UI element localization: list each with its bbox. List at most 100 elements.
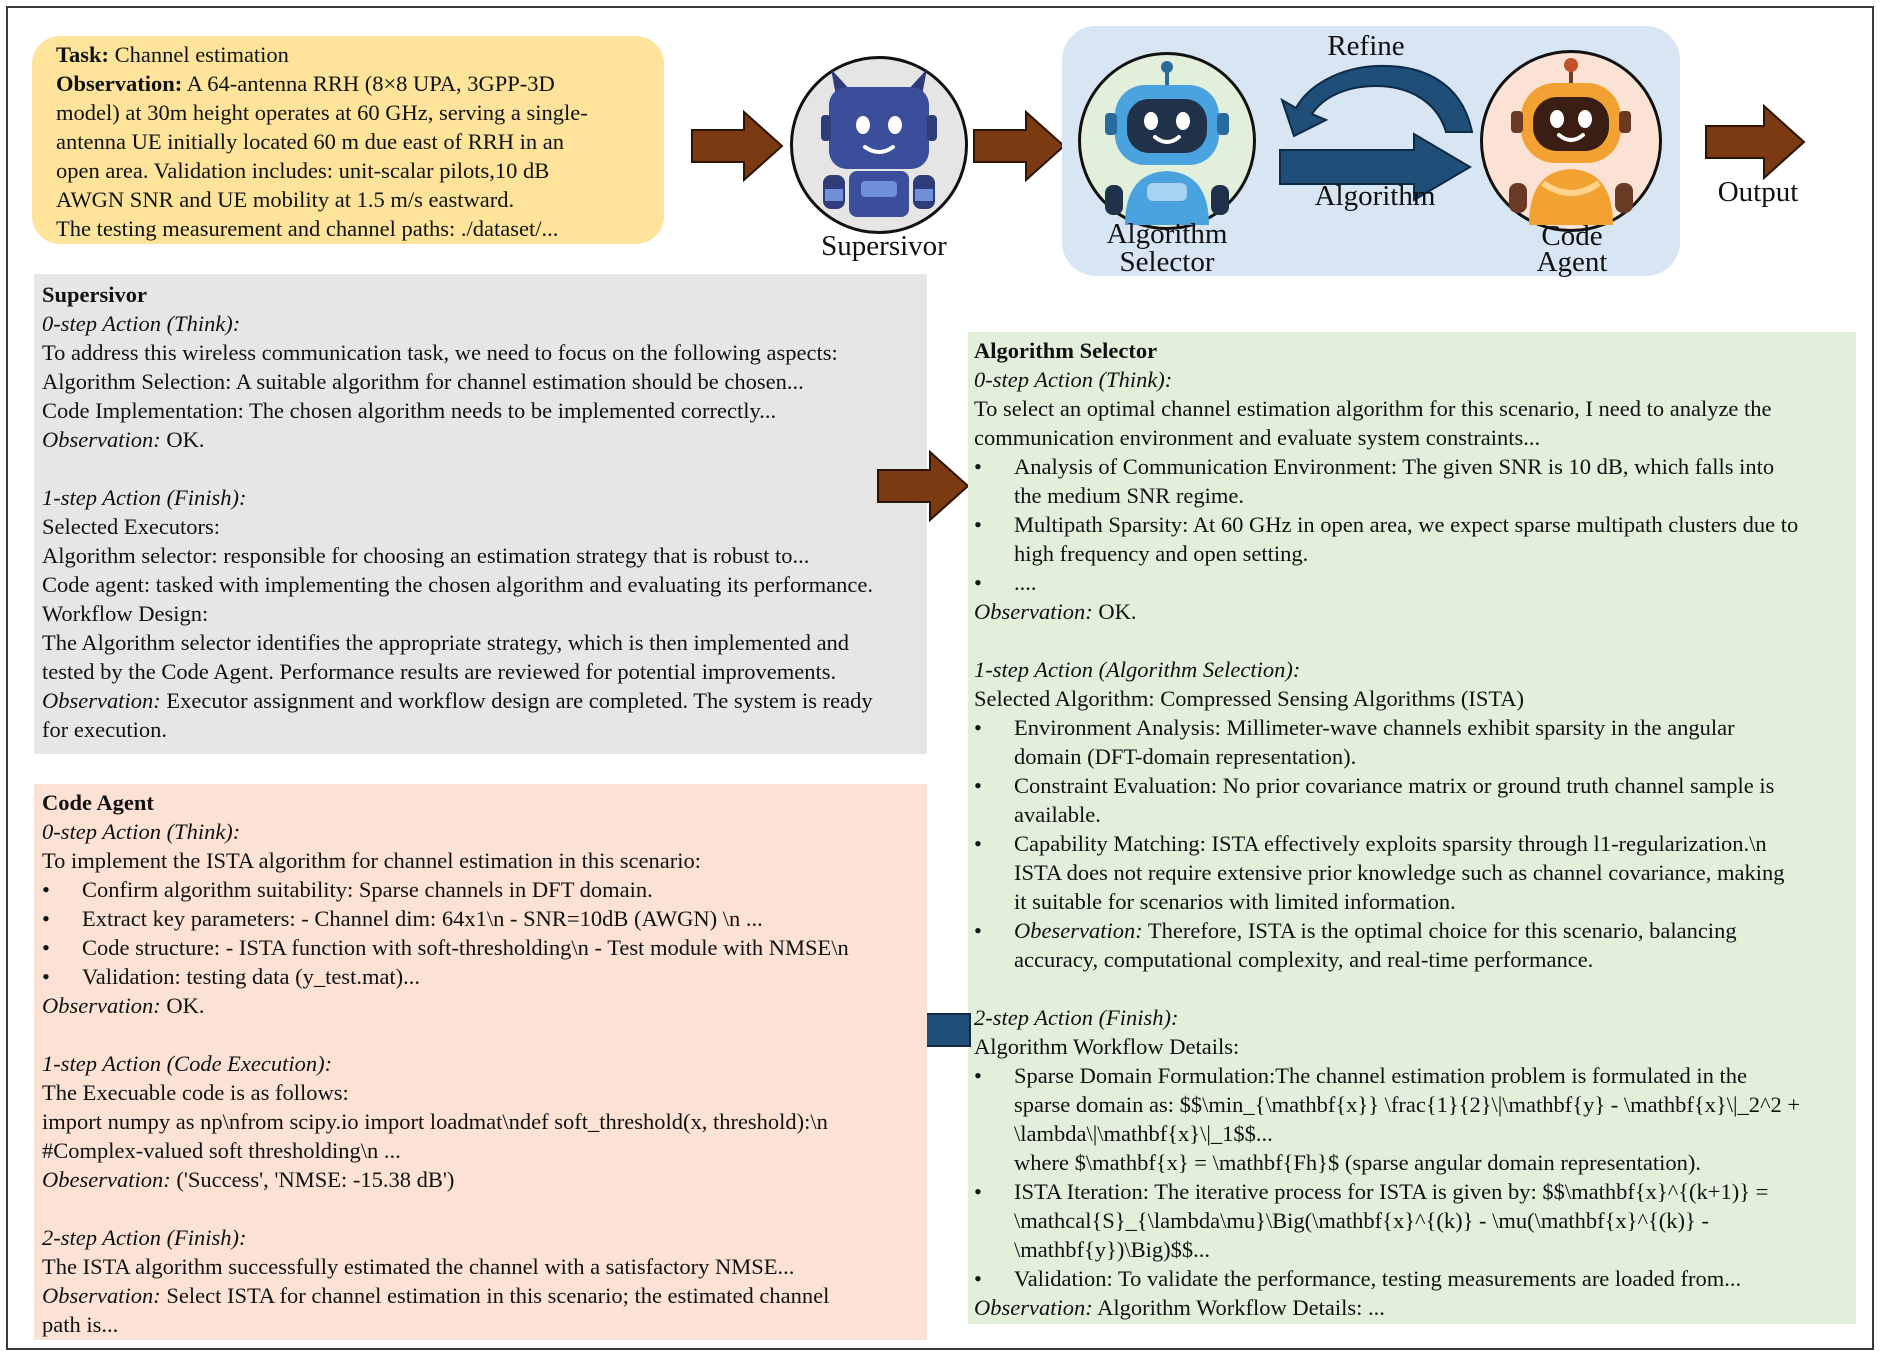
bullet-item: Environment Analysis: Millimeter-wave ch…: [974, 713, 1848, 742]
bullet-continuation: \mathcal{S}_{\lambda\mu}\Big(\mathbf{x}^…: [1014, 1208, 1709, 1233]
supervisor-robot-icon: [821, 69, 937, 217]
text-line: To select an optimal channel estimation …: [974, 396, 1772, 421]
bullet-item: Obeservation: Therefore, ISTA is the opt…: [974, 916, 1848, 945]
arrow-task-to-supervisor: [691, 109, 784, 183]
text-line: The Execuable code is as follows:: [42, 1080, 349, 1105]
text-line: Workflow Design:: [42, 601, 209, 626]
step-heading: 2-step Action (Finish):: [974, 1005, 1179, 1030]
observation-text: Algorithm Workflow Details: ...: [1092, 1295, 1385, 1320]
refine-label: Refine: [1327, 30, 1405, 62]
bullet-item: Validation: testing data (y_test.mat)...: [42, 962, 919, 991]
text-line: Code agent: tasked with implementing the…: [42, 572, 874, 597]
observation-text: path is...: [42, 1312, 119, 1337]
bullet-item: Constraint Evaluation: No prior covarian…: [974, 771, 1848, 800]
step-heading: 1-step Action (Finish):: [42, 485, 247, 510]
bullet-continuation: the medium SNR regime.: [1014, 483, 1244, 508]
output-label: Output: [1717, 176, 1799, 208]
observation-text: ('Success', 'NMSE: -15.38 dB'): [170, 1167, 455, 1192]
observation-label: Observation:: [42, 688, 161, 713]
bullet-item: ISTA Iteration: The iterative process fo…: [974, 1177, 1848, 1206]
step-heading: 0-step Action (Think):: [42, 311, 241, 336]
bullet-item: Extract key parameters: - Channel dim: 6…: [42, 904, 919, 933]
algorithm-selector-panel: Algorithm Selector 0-step Action (Think)…: [968, 332, 1856, 1324]
task-value: Channel estimation: [108, 42, 289, 67]
text-line: tested by the Code Agent. Performance re…: [42, 659, 837, 684]
text-line: communication environment and evaluate s…: [974, 425, 1541, 450]
text-line: To implement the ISTA algorithm for chan…: [42, 848, 701, 873]
text-line: Selected Executors:: [42, 514, 221, 539]
selector-panel-title: Algorithm Selector: [974, 338, 1158, 363]
task-observation-line: AWGN SNR and UE mobility at 1.5 m/s east…: [56, 187, 515, 212]
code-agent-node: [1480, 50, 1662, 232]
observation-label: Observation:: [974, 599, 1093, 624]
task-observation-line: model) at 30m height operates at 60 GHz,…: [56, 100, 588, 125]
task-observation-line: The testing measurement and channel path…: [56, 216, 559, 241]
observation-text: OK.: [160, 427, 205, 452]
bullet-item: Validation: To validate the performance,…: [974, 1264, 1848, 1293]
observation-label: Obeservation:: [42, 1167, 171, 1192]
text-line: Algorithm Workflow Details:: [974, 1034, 1240, 1059]
arrow-supervisor-to-selector-panel: [877, 449, 970, 523]
figure-frame: [6, 6, 1874, 1350]
bullet-item: Multipath Sparsity: At 60 GHz in open ar…: [974, 510, 1848, 539]
bullet-continuation: \mathbf{y})\Big)$$...: [1014, 1237, 1210, 1262]
supervisor-panel: Supersivor 0-step Action (Think): To add…: [34, 274, 927, 754]
task-observation-label: Observation:: [56, 71, 183, 96]
text-line: The ISTA algorithm successfully estimate…: [42, 1254, 795, 1279]
selector-robot-icon: [1105, 61, 1229, 225]
refine-arrow: [1280, 64, 1474, 138]
step-heading: 1-step Action (Algorithm Selection):: [974, 657, 1301, 682]
observation-label: Observation:: [974, 1295, 1093, 1320]
bullet-item: ....: [974, 568, 1848, 597]
observation-text: Therefore, ISTA is the optimal choice fo…: [1142, 918, 1737, 943]
selector-label-line1: Algorithm: [1106, 218, 1228, 250]
code-line: import numpy as np\nfrom scipy.io import…: [42, 1109, 828, 1134]
step-heading: 0-step Action (Think):: [42, 819, 241, 844]
text-line: Algorithm Selection: A suitable algorith…: [42, 369, 804, 394]
task-observation-line: open area. Validation includes: unit-sca…: [56, 158, 550, 183]
bullet-continuation: where $\mathbf{x} = \mathbf{Fh}$ (sparse…: [1014, 1150, 1701, 1175]
arrow-to-output: [1705, 103, 1806, 181]
bullet-continuation: domain (DFT-domain representation).: [1014, 744, 1357, 769]
bullet-item: Capability Matching: ISTA effectively ex…: [974, 829, 1848, 858]
code-agent-panel: Code Agent 0-step Action (Think): To imp…: [34, 784, 927, 1340]
bullet-continuation: ISTA does not require extensive prior kn…: [1014, 860, 1785, 885]
algorithm-label: Algorithm: [1314, 180, 1436, 212]
task-observation-line: A 64-antenna RRH (8×8 UPA, 3GPP-3D: [182, 71, 555, 96]
supervisor-panel-title: Supersivor: [42, 282, 148, 307]
task-observation-line: antenna UE initially located 60 m due ea…: [56, 129, 564, 154]
bullet-continuation: it suitable for scenarios with limited i…: [1014, 889, 1456, 914]
algorithm-selector-node: [1078, 52, 1256, 230]
selector-label-line2: Selector: [1119, 246, 1215, 278]
observation-label: Observation:: [42, 427, 161, 452]
observation-text: for execution.: [42, 717, 167, 742]
step-heading: 0-step Action (Think):: [974, 367, 1173, 392]
text-line: To address this wireless communication t…: [42, 340, 838, 365]
task-label: Task:: [56, 42, 109, 67]
bullet-continuation: \lambda\|\mathbf{x}\|_1$$...: [1014, 1121, 1273, 1146]
bullet-item: Sparse Domain Formulation:The channel es…: [974, 1061, 1848, 1090]
bullet-item: Confirm algorithm suitability: Sparse ch…: [42, 875, 919, 904]
bullet-item: Code structure: - ISTA function with sof…: [42, 933, 919, 962]
bullet-item: Analysis of Communication Environment: T…: [974, 452, 1848, 481]
task-box: Task: Channel estimation Observation: A …: [32, 36, 664, 244]
observation-text: OK.: [1092, 599, 1137, 624]
observation-text: OK.: [160, 993, 205, 1018]
text-line: The Algorithm selector identifies the ap…: [42, 630, 850, 655]
supervisor-label: Supersivor: [821, 230, 947, 262]
observation-label: Obeservation:: [1014, 918, 1143, 943]
step-heading: 2-step Action (Finish):: [42, 1225, 247, 1250]
bullet-continuation: accuracy, computational complexity, and …: [1014, 947, 1594, 972]
code-agent-robot-icon: [1509, 58, 1633, 225]
observation-label: Observation:: [42, 1283, 161, 1308]
text-line: Code Implementation: The chosen algorith…: [42, 398, 777, 423]
bullet-continuation: sparse domain as: $$\min_{\mathbf{x}} \f…: [1014, 1092, 1801, 1117]
text-line: Selected Algorithm: Compressed Sensing A…: [974, 686, 1525, 711]
bullet-continuation: high frequency and open setting.: [1014, 541, 1309, 566]
code-agent-label-line2: Agent: [1536, 246, 1608, 278]
supervisor-node: [790, 56, 968, 234]
observation-text: Executor assignment and workflow design …: [160, 688, 873, 713]
bullet-continuation: available.: [1014, 802, 1101, 827]
arrow-supervisor-to-selector: [973, 109, 1066, 183]
code-agent-label-line1: Code: [1541, 220, 1603, 252]
